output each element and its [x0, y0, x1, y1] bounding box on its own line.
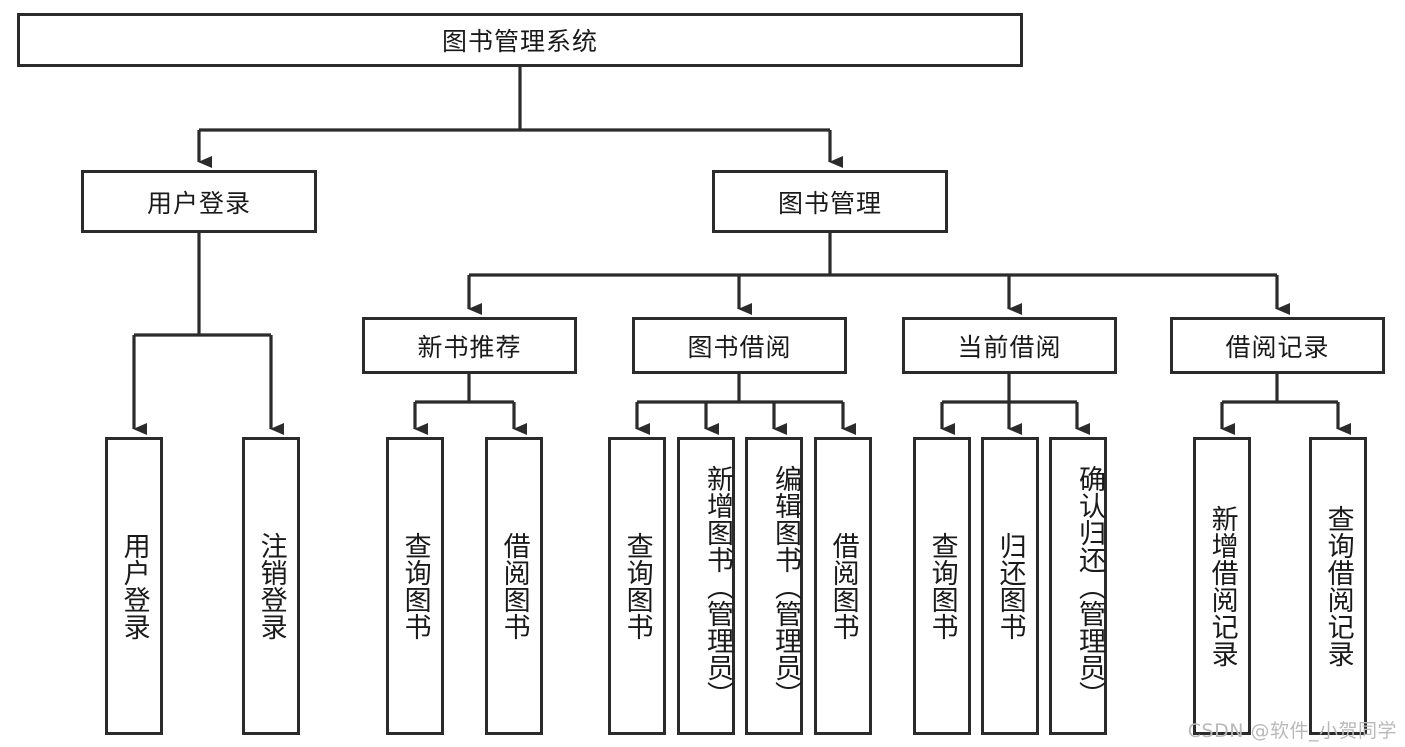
node-root[interactable]: 图书管理系统: [17, 13, 1023, 67]
node-leaf-query-book-1-label: 查询图书: [399, 532, 431, 640]
node-leaf-add-book-label: 新增图书（管理员）: [702, 464, 733, 708]
node-leaf-borrow-book-2-label: 借阅图书: [827, 532, 859, 640]
node-book-borrow[interactable]: 图书借阅: [632, 317, 847, 374]
node-leaf-edit-book-label: 编辑图书（管理员）: [770, 464, 801, 708]
node-new-book-rec-label: 新书推荐: [417, 332, 522, 362]
node-book-borrow-label: 图书借阅: [687, 332, 792, 362]
node-leaf-add-record-label: 新增借阅记录: [1206, 505, 1238, 667]
node-borrow-record[interactable]: 借阅记录: [1170, 317, 1385, 374]
node-leaf-logout-label: 注销登录: [255, 532, 287, 640]
node-leaf-query-book-3-label: 查询图书: [926, 532, 958, 640]
node-leaf-user-login[interactable]: 用户登录: [105, 437, 163, 735]
node-leaf-borrow-book-1[interactable]: 借阅图书: [485, 437, 543, 735]
watermark: CSDN @软件_小贺同学: [1187, 720, 1397, 742]
node-root-label: 图书管理系统: [441, 27, 598, 56]
node-leaf-query-record-label: 查询借阅记录: [1322, 505, 1354, 667]
node-new-book-rec[interactable]: 新书推荐: [362, 317, 577, 374]
node-leaf-logout[interactable]: 注销登录: [242, 437, 300, 735]
node-leaf-query-book-1[interactable]: 查询图书: [386, 437, 444, 735]
node-leaf-borrow-book-1-label: 借阅图书: [498, 532, 530, 640]
node-book-manage[interactable]: 图书管理: [712, 170, 948, 233]
node-leaf-confirm-return-label: 确认归还（管理员）: [1074, 464, 1105, 708]
node-current-borrow[interactable]: 当前借阅: [902, 317, 1117, 374]
node-user-login-label: 用户登录: [146, 188, 251, 218]
node-current-borrow-label: 当前借阅: [957, 332, 1062, 362]
node-leaf-add-record[interactable]: 新增借阅记录: [1193, 437, 1251, 735]
node-leaf-query-record[interactable]: 查询借阅记录: [1309, 437, 1367, 735]
node-leaf-query-book-2[interactable]: 查询图书: [608, 437, 666, 735]
node-leaf-confirm-return[interactable]: 确认归还（管理员）: [1049, 437, 1107, 735]
node-leaf-add-book[interactable]: 新增图书（管理员）: [677, 437, 735, 735]
node-leaf-edit-book[interactable]: 编辑图书（管理员）: [745, 437, 803, 735]
node-borrow-record-label: 借阅记录: [1225, 332, 1330, 362]
node-leaf-query-book-2-label: 查询图书: [621, 532, 653, 640]
node-leaf-user-login-label: 用户登录: [118, 532, 150, 640]
node-book-manage-label: 图书管理: [777, 188, 882, 218]
node-leaf-query-book-3[interactable]: 查询图书: [913, 437, 971, 735]
node-user-login[interactable]: 用户登录: [81, 170, 317, 233]
node-leaf-return-book-label: 归还图书: [994, 532, 1026, 640]
node-leaf-borrow-book-2[interactable]: 借阅图书: [814, 437, 872, 735]
node-leaf-return-book[interactable]: 归还图书: [981, 437, 1039, 735]
